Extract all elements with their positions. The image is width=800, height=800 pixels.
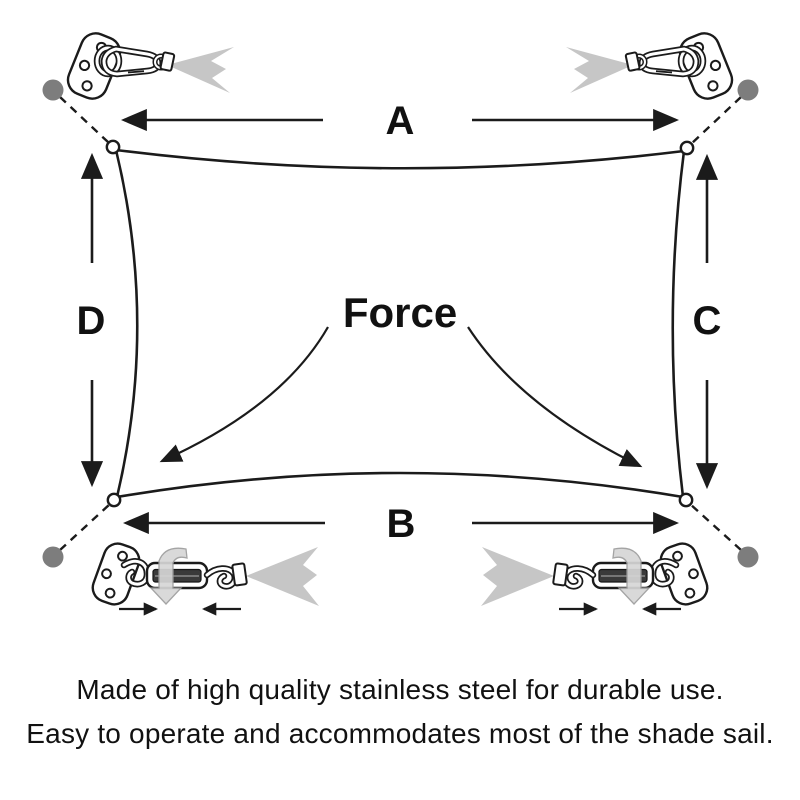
force-arrow-right [467,326,643,468]
caption-ease-of-use: Easy to operate and accommodates most of… [26,718,774,749]
sail-corner-ring [105,139,121,155]
carabiner-anchor-top-left [63,29,234,103]
anchor-dot-bottom-left [42,546,64,568]
label-force: Force [343,289,457,336]
sail-corner-ring [106,492,122,508]
tension-line-dashed [689,503,742,551]
label-edge-d: D [77,299,106,343]
label-edge-c: C [693,299,722,343]
sail-corner-ring [679,140,695,156]
label-edge-a: A [386,99,415,143]
caption-durability: Made of high quality stainless steel for… [76,674,724,705]
tension-line-dashed [59,96,110,144]
tension-line-dashed [59,503,111,551]
anchor-dot-top-left [42,79,64,101]
anchor-dot-top-right [737,79,759,101]
force-arrow-left [159,326,329,463]
tension-line-dashed [690,96,742,145]
sail-corner-ring [678,492,694,508]
turnbuckle-anchor-bottom-right [481,540,711,609]
turnbuckle-anchor-bottom-left [89,540,319,609]
anchor-dot-bottom-right [737,546,759,568]
label-edge-b: B [387,502,416,546]
carabiner-anchor-top-right [566,29,737,103]
